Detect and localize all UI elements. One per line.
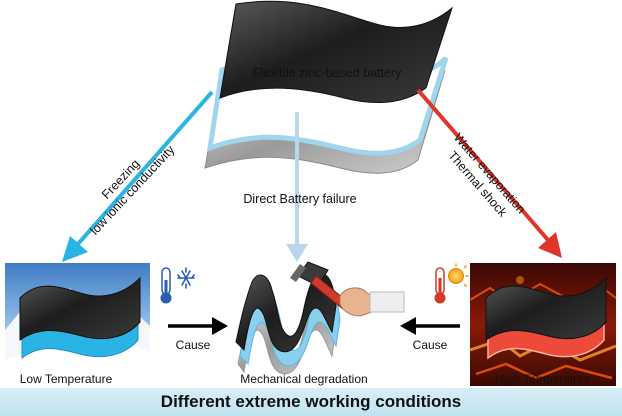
hot-thermometer-icon — [434, 267, 446, 304]
high-temperature-panel: High Temperature — [469, 263, 617, 386]
cause-arrow-right: Cause — [400, 317, 460, 352]
cold-arrow — [62, 90, 214, 262]
high-temperature-label: High Temperature — [495, 372, 590, 386]
snowflake-icon — [177, 267, 195, 289]
cause-arrow-left: Cause — [168, 317, 228, 352]
top-battery-label: Flexible zinc-based battery — [253, 66, 402, 80]
hot-icons — [434, 263, 469, 304]
top-battery-dark-layer — [219, 0, 454, 104]
hand-icon — [339, 287, 405, 317]
mechanical-degradation-figure: Mechanical degradation — [235, 261, 405, 386]
top-battery-stack: Flexible zinc-based battery — [204, 0, 454, 174]
hammer-icon — [290, 261, 349, 310]
mechanical-degradation-label: Mechanical degradation — [240, 372, 367, 386]
cause-right-label: Cause — [413, 338, 448, 352]
hot-arrow — [416, 88, 562, 258]
cause-left-label: Cause — [176, 338, 211, 352]
sun-icon — [448, 263, 469, 287]
center-arrow-label: Direct Battery failure — [243, 192, 356, 206]
cold-icons — [160, 267, 195, 304]
center-failure-arrow — [286, 112, 308, 262]
low-temperature-panel: Low Temperature — [5, 263, 150, 386]
cold-thermometer-icon — [160, 267, 172, 304]
footer-banner: Different extreme working conditions — [0, 388, 622, 416]
low-temperature-label: Low Temperature — [20, 372, 113, 386]
